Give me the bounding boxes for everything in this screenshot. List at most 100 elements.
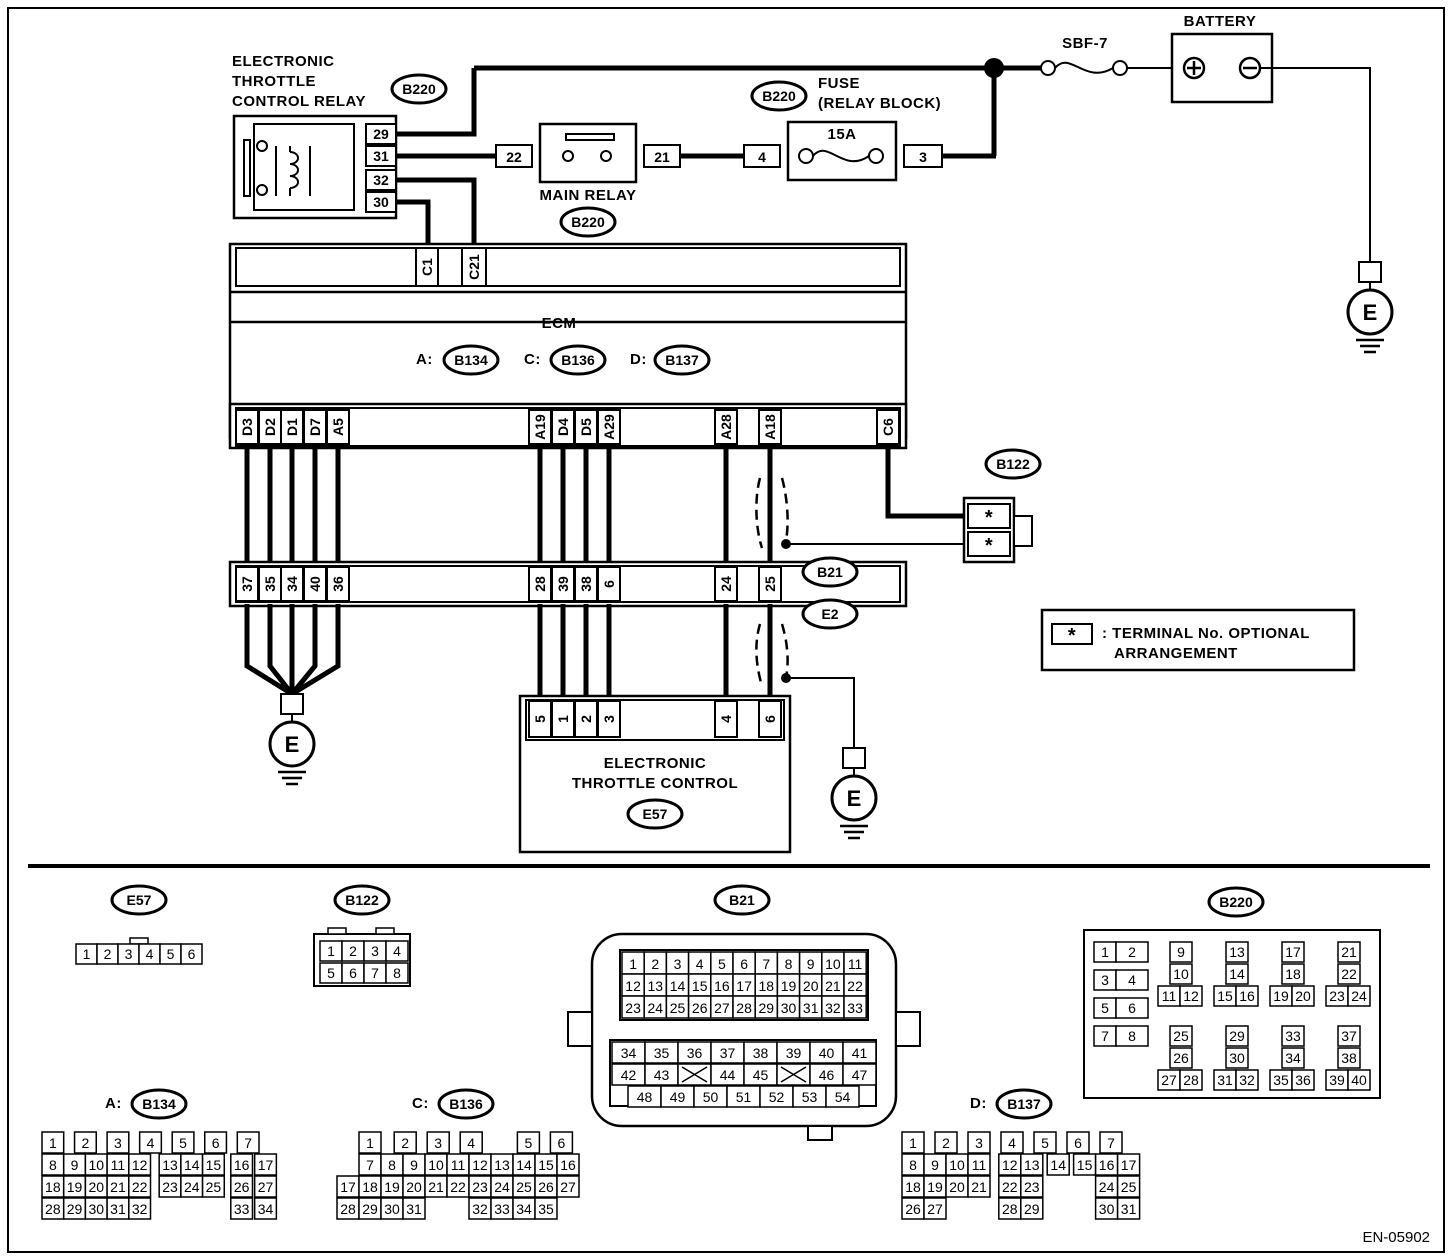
b220-pin: 7 [1101,1028,1109,1044]
b21-pin: 8 [785,956,793,972]
b137-pin-cell [1000,1131,1024,1154]
b21-pin: 35 [262,576,278,592]
main-relay-terminal: 21 [654,149,670,165]
b220-pin: 31 [1217,1072,1233,1088]
b220-pin: 17 [1285,944,1301,960]
b220-pin-cell [1179,985,1203,1007]
b21-pin: 9 [807,956,815,972]
b21-pin: 18 [759,978,775,994]
b21-pin-cell [825,1085,860,1108]
b220-pin-cell [1225,963,1249,985]
b220-pin: 2 [1128,944,1136,960]
footer-code: EN-05902 [1362,1229,1430,1246]
b21-pin: 28 [736,1000,752,1016]
b220-pin: 36 [1295,1072,1311,1088]
b134-pin: 3 [114,1135,122,1151]
b122-pin: 7 [371,965,379,981]
shield-upper [755,477,791,549]
b220-pin: 33 [1285,1028,1301,1044]
ecm-pin: D5 [578,418,594,436]
ecm-pin: A18 [762,414,778,440]
b134-pin: 19 [67,1179,83,1195]
b21-pin: 32 [825,1000,841,1016]
ecm-pin: D2 [262,418,278,436]
ecm-pin-cell [714,409,738,445]
b220-pin-cell [1291,1069,1315,1091]
b134-pin-cell [171,1131,195,1154]
b136-prefix: C: [412,1095,429,1112]
b220-pin-cell [1337,963,1361,985]
b21-pin: 20 [803,978,819,994]
etc-label-1: ELECTRONIC [604,755,707,772]
b134-pin: 10 [88,1157,104,1173]
b21-pin: 26 [692,1000,708,1016]
b21-pin: 4 [696,956,704,972]
b137-pin-cell [1020,1175,1044,1198]
ecm-a-label: A: [416,351,433,368]
e57-pin: 5 [167,946,175,962]
e57-view-badge: E57 [127,892,152,908]
b137-pin: 7 [1107,1135,1115,1151]
b134-pin-cell [41,1131,65,1154]
b220-pin: 37 [1341,1028,1357,1044]
b137-pin: 10 [949,1157,965,1173]
b134-pin-cell [230,1175,254,1198]
relay-terminal: 30 [373,194,389,210]
b21-pin: 45 [753,1067,769,1083]
b137-pin: 13 [1024,1157,1040,1173]
legend-text-2: ARRANGEMENT [1114,645,1238,662]
b220-pin: 29 [1229,1028,1245,1044]
b134-pin-cell [128,1153,152,1176]
b220-pin-cell [1281,963,1305,985]
main-relay: 22 21 MAIN RELAY B220 [495,122,681,238]
etc-relay: 29 31 32 30 [232,114,398,220]
b136-pin: 28 [340,1201,356,1217]
legend-text-1: : TERMINAL No. OPTIONAL [1102,625,1310,642]
b220-pin: 3 [1101,972,1109,988]
b136-pin: 5 [525,1135,533,1151]
b137-pin: 1 [909,1135,917,1151]
b134-pin: 26 [234,1179,250,1195]
b134-pin: 29 [67,1201,83,1217]
b137-pin: 23 [1024,1179,1040,1195]
b21-badge: B21 [817,564,843,580]
b122-pin: * [985,507,993,529]
b21-pin: 49 [670,1089,686,1105]
b220-pin: 15 [1217,988,1233,1004]
b134-pin-cell [230,1197,254,1220]
b137-pin: 27 [927,1201,943,1217]
b21-pin: 29 [759,1000,775,1016]
b137-pin-cell [1116,1153,1141,1176]
b122-connector: B122 * * [962,448,1042,564]
b137-prefix: D: [970,1095,987,1112]
b220-pin: 38 [1341,1050,1357,1066]
ground-icon: E [830,747,878,840]
relay-terminal: 32 [373,172,389,188]
b21-pin: 23 [625,1000,641,1016]
b134-pin: 5 [179,1135,187,1151]
b21-pin: 51 [736,1089,752,1105]
b136-pin: 2 [401,1135,409,1151]
ecm-pin: C21 [466,254,482,280]
b220-pin-cell [1291,985,1315,1007]
etc-relay-label-2: THROTTLE [232,73,316,90]
b21-pin: 14 [670,978,686,994]
ecm-label: ECM [542,315,577,332]
legend-star: * [1068,625,1076,647]
b137-pin: 20 [949,1179,965,1195]
ecm-pin: D7 [307,418,323,436]
b21-pin: 25 [670,1000,686,1016]
ground-label: E [847,786,862,811]
b220-pin: 28 [1183,1072,1199,1088]
main-relay-label: MAIN RELAY [540,187,637,204]
b134-pin: 30 [88,1201,104,1217]
b137-pin-cell [1116,1197,1141,1220]
ecm-c-label: C: [524,351,541,368]
b21-pin: 37 [720,1045,736,1061]
b220-pin-cell [1337,1047,1361,1069]
b136-pin-cell [426,1131,450,1154]
b136-pin: 35 [538,1201,554,1217]
b134-pin: 31 [110,1201,126,1217]
